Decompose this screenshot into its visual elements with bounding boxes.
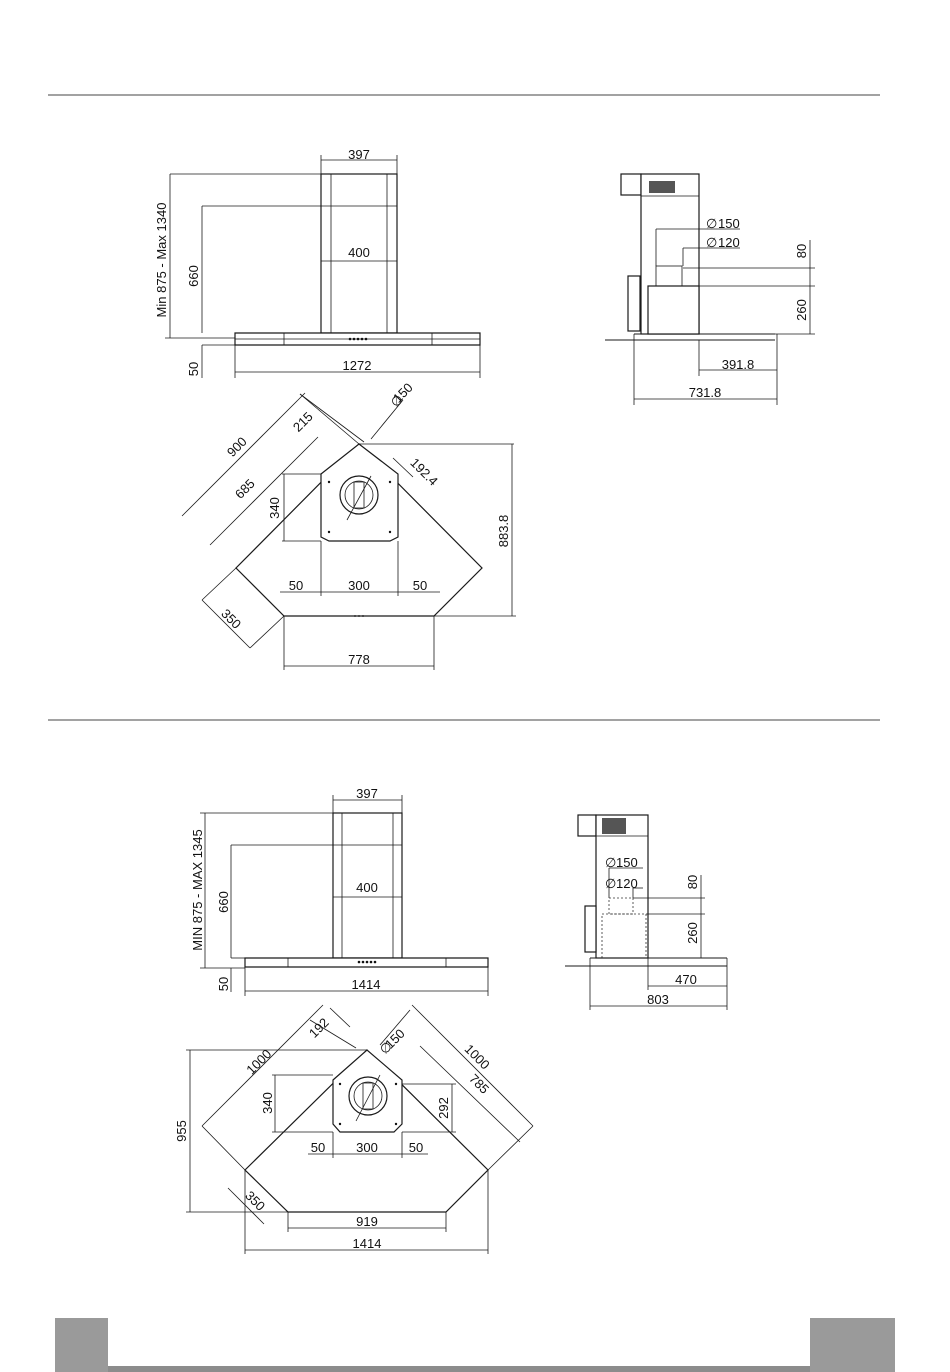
hood2-total-depth-label: 803 — [647, 992, 669, 1007]
hood2-chimney-width-label: 300 — [356, 1140, 378, 1155]
hood2-side-view — [565, 815, 727, 1010]
footer-left-tab — [55, 1318, 108, 1372]
hood1-width-top-label: 397 — [348, 147, 370, 162]
hood2-depth-total-label: 955 — [174, 1120, 189, 1142]
footer-bar — [108, 1366, 810, 1372]
hood1-side-long-label: 900 — [224, 434, 250, 460]
hood1-front-width-label: 778 — [348, 652, 370, 667]
hood1-dia-inner-label: 120 — [718, 235, 740, 250]
hood2-front-depth-label: 470 — [675, 972, 697, 987]
hood2-dia-outer-symbol: ∅ — [605, 855, 616, 870]
hood2-chimney-depth-label: 340 — [260, 1092, 275, 1114]
hood1-plan-offset-label: 192.4 — [407, 455, 441, 489]
hood1-chimney-depth-label: 340 — [267, 497, 282, 519]
hood1-top-offset-label: 80 — [794, 244, 809, 258]
hood1-chimney-height-label: 660 — [186, 265, 201, 287]
hood1-dia-outer-label: 150 — [718, 216, 740, 231]
hood2-chimney-height-label: 660 — [216, 891, 231, 913]
hood2-dia-inner-symbol: ∅ — [605, 876, 616, 891]
hood1-edge-label: 350 — [218, 606, 244, 632]
hood2-edge-label: 350 — [242, 1188, 268, 1214]
hood1-front-depth-label: 391.8 — [722, 357, 755, 372]
hood1-side-view — [605, 174, 815, 405]
hood1-canopy-height-label: 50 — [186, 362, 201, 376]
hood1-canopy-width-label: 1272 — [343, 358, 372, 373]
hood1-front-view — [165, 155, 480, 378]
hood2-height-range-label: MIN 875 - MAX 1345 — [190, 829, 205, 950]
hood1-margin-right-label: 50 — [413, 578, 427, 593]
hood1-dia-inner-symbol: ∅ — [706, 235, 717, 250]
hood1-total-depth-label: 731.8 — [689, 385, 722, 400]
hood1-depth-total-label: 883.8 — [496, 515, 511, 548]
hood2-top-offset-label: 80 — [685, 875, 700, 889]
hood2-side-right-label: 1000 — [462, 1041, 493, 1072]
hood1-margin-left-label: 50 — [289, 578, 303, 593]
hood2-overall-width-label: 1414 — [353, 1236, 382, 1251]
hood2-margin-right-label: 50 — [409, 1140, 423, 1155]
hood2-inner-width-label: 400 — [356, 880, 378, 895]
hood2-inner-right-label: 785 — [466, 1071, 492, 1097]
hood1-height-range-label: Min 875 - Max 1340 — [154, 203, 169, 318]
hood1-corner-label: 215 — [290, 409, 316, 435]
hood2-front-width-label: 919 — [356, 1214, 378, 1229]
hood2-motor-height-label: 260 — [685, 922, 700, 944]
footer-right-tab — [810, 1318, 895, 1372]
hood1-inner-width-label: 400 — [348, 245, 370, 260]
hood2-canopy-width-label: 1414 — [352, 977, 381, 992]
hood2-right-depth-label: 292 — [436, 1097, 451, 1119]
hood2-margin-left-label: 50 — [311, 1140, 325, 1155]
hood1-motor-height-label: 260 — [794, 299, 809, 321]
hood2-canopy-height-label: 50 — [216, 977, 231, 991]
hood2-width-top-label: 397 — [356, 786, 378, 801]
hood1-dia-outer-symbol: ∅ — [706, 216, 717, 231]
hood1-chimney-width-label: 300 — [348, 578, 370, 593]
hood2-front-view — [200, 795, 488, 996]
hood2-dia-outer-label: 150 — [616, 855, 638, 870]
hood1-side-short-label: 685 — [232, 476, 258, 502]
hood2-side-left-label: 1000 — [243, 1046, 274, 1077]
hood2-dia-inner-label: 120 — [616, 876, 638, 891]
